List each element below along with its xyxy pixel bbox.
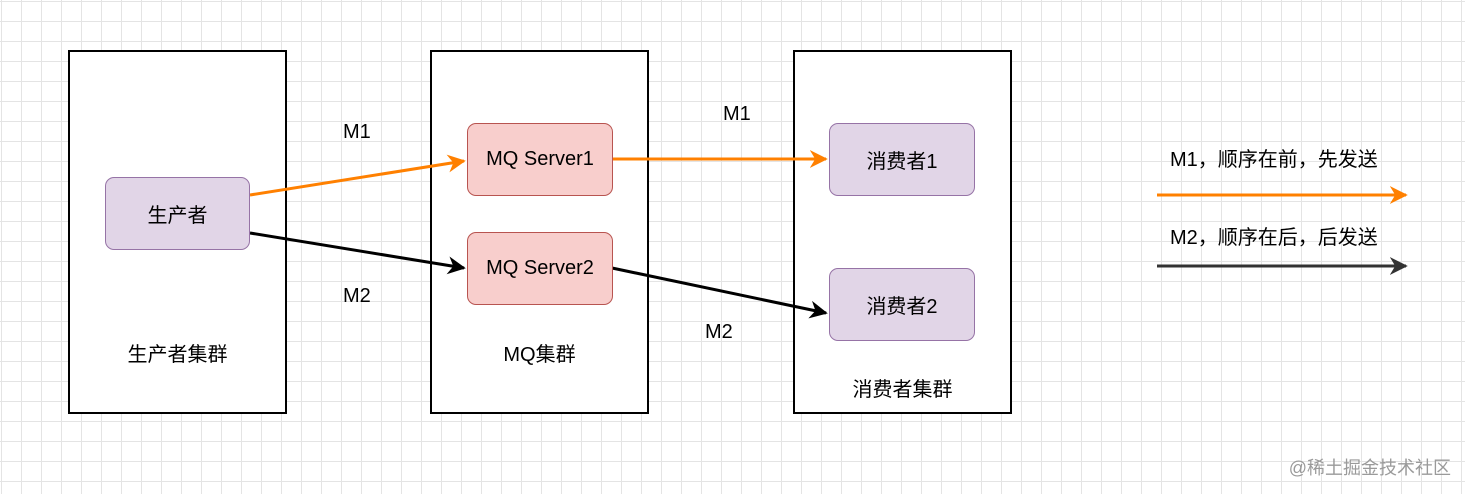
mq-cluster-label: MQ集群 — [503, 344, 576, 366]
producer-node[interactable]: 生产者 — [105, 177, 250, 250]
edge-server2-to-consumer2 — [611, 266, 828, 319]
consumer-cluster: 消费者集群 — [793, 50, 1012, 414]
mq-server1-node[interactable]: MQ Server1 — [467, 123, 613, 196]
edge-label-m1-to-consumer: M1 — [723, 103, 751, 125]
edge-label-m2-to-consumer: M2 — [705, 321, 733, 343]
edge-label-m1-to-server: M1 — [343, 121, 371, 143]
consumer2-node[interactable]: 消费者2 — [829, 268, 975, 341]
consumer1-node[interactable]: 消费者1 — [829, 123, 975, 196]
producer-cluster-label: 生产者集群 — [127, 344, 228, 366]
legend-m2-text: M2，顺序在后，后发送 — [1170, 227, 1378, 249]
legend-m1-text: M1，顺序在前，先发送 — [1170, 149, 1378, 171]
mq-cluster: MQ集群 — [430, 50, 649, 414]
mq-server2-node[interactable]: MQ Server2 — [467, 232, 613, 305]
edge-label-m2-to-server: M2 — [343, 285, 371, 307]
edge-producer-to-server2 — [249, 231, 466, 275]
consumer-cluster-label: 消费者集群 — [852, 379, 953, 401]
watermark: @稀土掘金技术社区 — [1288, 458, 1451, 478]
edge-producer-to-server1 — [249, 154, 466, 197]
